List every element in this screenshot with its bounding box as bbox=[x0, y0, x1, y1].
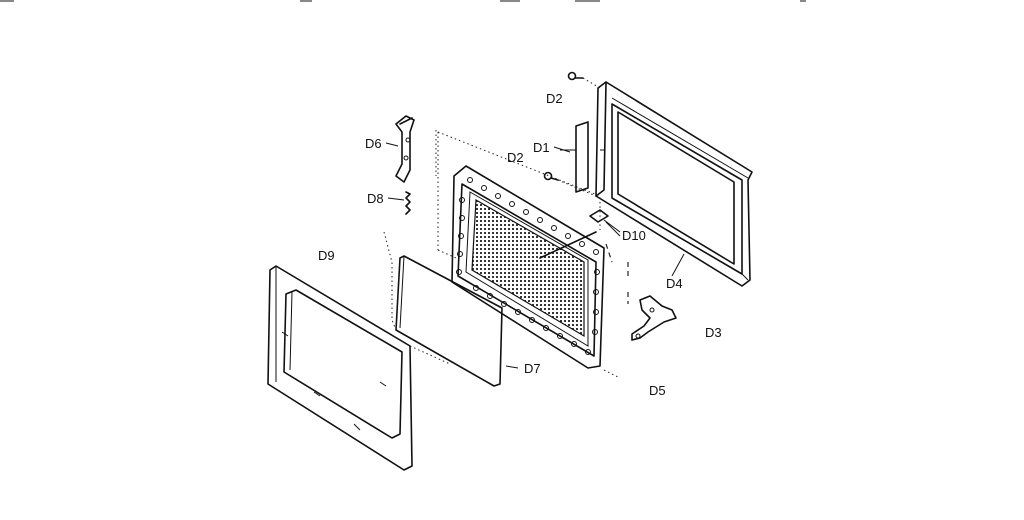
assembly-outline bbox=[437, 131, 601, 259]
label-d2-top: D2 bbox=[546, 91, 563, 106]
label-d7: D7 bbox=[524, 361, 541, 376]
leader-lines bbox=[385, 142, 685, 369]
label-d5: D5 bbox=[649, 383, 666, 398]
label-d1: D1 bbox=[533, 140, 550, 155]
part-d7-window-panel bbox=[383, 231, 503, 387]
part-d4-door-frame bbox=[595, 81, 753, 287]
label-d2-mid: D2 bbox=[507, 150, 524, 165]
label-d8: D8 bbox=[367, 191, 384, 206]
part-d6-latch-hook bbox=[395, 115, 437, 183]
part-inner-door-panel bbox=[451, 165, 605, 369]
part-d8-spring bbox=[405, 191, 411, 215]
label-d6: D6 bbox=[365, 136, 382, 151]
part-d3-lever bbox=[631, 295, 677, 341]
assembly-guides bbox=[409, 243, 629, 379]
part-d2-screw-top bbox=[567, 71, 601, 89]
label-d10: D10 bbox=[622, 228, 646, 243]
part-d9-outer-panel bbox=[267, 265, 413, 471]
label-d9: D9 bbox=[318, 248, 335, 263]
part-d10-clip bbox=[589, 209, 621, 233]
label-d4: D4 bbox=[666, 276, 683, 291]
part-d2-screw-mid bbox=[543, 171, 597, 197]
choke-slots bbox=[456, 177, 600, 355]
label-d3: D3 bbox=[705, 325, 722, 340]
